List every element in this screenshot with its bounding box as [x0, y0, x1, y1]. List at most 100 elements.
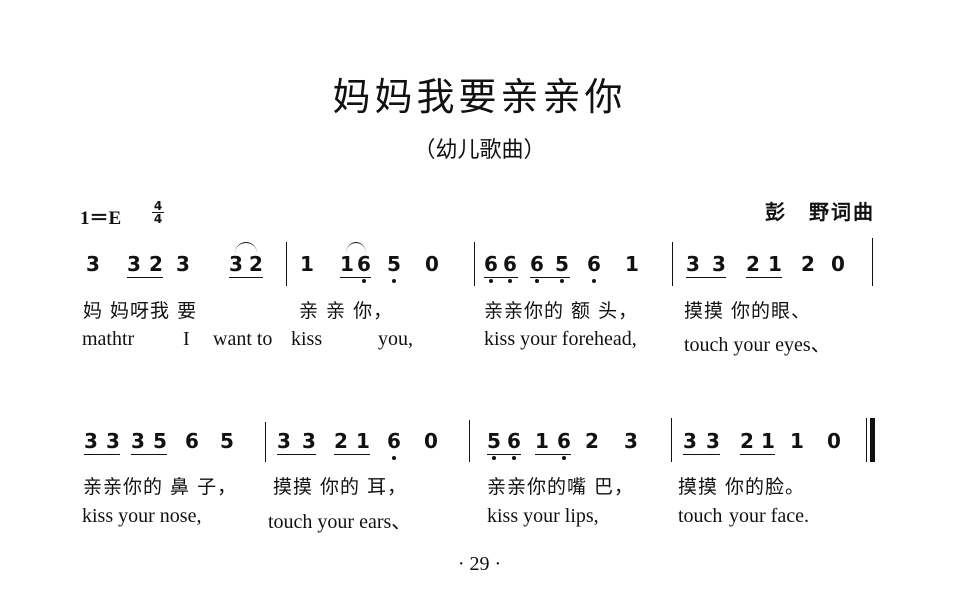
time-signature-bottom: 4 [153, 212, 163, 226]
note: 3 [84, 429, 98, 453]
lyric-cn: 摸摸 你的 耳， [273, 476, 408, 498]
note: 5 [220, 429, 234, 453]
low-octave-dot [512, 456, 516, 460]
barline [474, 242, 475, 286]
note: 2 [801, 252, 815, 276]
credit-name-1: 彭 [765, 200, 787, 224]
note: 3 [127, 252, 141, 276]
eighth-underline [535, 454, 571, 455]
barline [672, 242, 673, 286]
time-signature-top: 4 [153, 199, 163, 213]
lyric-en: kiss your forehead, [484, 328, 637, 350]
note: 3 [686, 252, 700, 276]
eighth-underline [746, 277, 782, 278]
low-octave-dot [392, 279, 396, 283]
note: 1 [300, 252, 314, 276]
note: 6 [557, 431, 571, 460]
lyric-en: kiss your nose, [82, 505, 202, 527]
time-signature-divider [152, 212, 164, 213]
note: 2 [740, 429, 754, 453]
note: 2 [585, 429, 599, 453]
barline [469, 420, 470, 462]
credit: 彭野词曲 [765, 196, 875, 225]
slur-mark [235, 242, 257, 253]
eighth-underline [131, 454, 167, 455]
note: 3 [176, 252, 190, 276]
song-title: 妈妈我要亲亲你 [332, 75, 627, 119]
lyric-cn: 亲亲你的嘴 巴， [487, 476, 635, 498]
lyric-cn: 亲亲你的 额 头， [484, 300, 639, 322]
note: 6 [530, 254, 544, 283]
note: 3 [229, 252, 243, 276]
note: 1 [356, 429, 370, 453]
lyric-cn: 亲亲你的 鼻 子， [83, 476, 238, 498]
note: 3 [86, 252, 100, 276]
note: 0 [424, 429, 438, 453]
low-octave-dot [492, 456, 496, 460]
note: 6 [387, 431, 401, 460]
note: 0 [425, 252, 439, 276]
eighth-underline [686, 277, 726, 278]
eighth-underline [487, 454, 521, 455]
eighth-underline [277, 454, 316, 455]
lyric-en: kiss your lips, [487, 505, 599, 527]
credit-role: 词曲 [831, 200, 875, 224]
note: 0 [831, 252, 845, 276]
lyric-en: your face. [729, 505, 809, 527]
note: 3 [277, 429, 291, 453]
lyric-cn: 摸摸 你的眼、 [684, 300, 812, 322]
slur-mark [346, 242, 366, 253]
note: 1 [535, 429, 549, 453]
low-octave-dot [392, 456, 396, 460]
note: 2 [746, 252, 760, 276]
note: 1 [340, 252, 354, 276]
note: 6 [357, 254, 371, 283]
eighth-underline [127, 277, 163, 278]
lyric-en: kiss [291, 328, 323, 350]
barline [872, 238, 873, 286]
note: 1 [625, 252, 639, 276]
lyric-cn: 妈 妈呀我 要 [83, 300, 198, 322]
note: 3 [683, 429, 697, 453]
note: 2 [149, 252, 163, 276]
eighth-underline [229, 277, 263, 278]
note: 6 [484, 254, 498, 283]
note: 5 [487, 431, 501, 460]
low-octave-dot [560, 279, 564, 283]
lyric-en: you, [378, 328, 413, 350]
note: 3 [712, 252, 726, 276]
eighth-underline [334, 454, 370, 455]
note: 5 [153, 429, 167, 453]
note: 2 [249, 252, 263, 276]
low-octave-dot [508, 279, 512, 283]
credit-name-2: 野 [809, 200, 831, 224]
lyric-en: I [183, 328, 190, 350]
lyric-cn: 摸摸 你的脸。 [678, 476, 806, 498]
note: 1 [790, 429, 804, 453]
low-octave-dot [592, 279, 596, 283]
note: 3 [624, 429, 638, 453]
eighth-underline [530, 277, 570, 278]
note: 6 [185, 429, 199, 453]
note: 5 [555, 254, 569, 283]
note: 2 [334, 429, 348, 453]
page-number: · 29 · [457, 553, 502, 575]
note: 5 [387, 254, 401, 283]
lyric-en: touch [678, 505, 723, 527]
note: 3 [131, 429, 145, 453]
song-subtitle: （幼儿歌曲） [413, 138, 546, 163]
note: 3 [706, 429, 720, 453]
eighth-underline [340, 277, 371, 278]
time-signature: 4 4 [152, 200, 164, 225]
lyric-cn: 亲 亲 你， [299, 300, 394, 322]
lyric-en: touch your ears、 [268, 511, 412, 533]
eighth-underline [484, 277, 518, 278]
note: 3 [106, 429, 120, 453]
low-octave-dot [535, 279, 539, 283]
barline [265, 422, 266, 462]
barline [286, 242, 287, 286]
barline [671, 418, 672, 462]
lyric-en: want to [213, 328, 273, 350]
final-barline [870, 418, 875, 462]
note: 1 [768, 252, 782, 276]
